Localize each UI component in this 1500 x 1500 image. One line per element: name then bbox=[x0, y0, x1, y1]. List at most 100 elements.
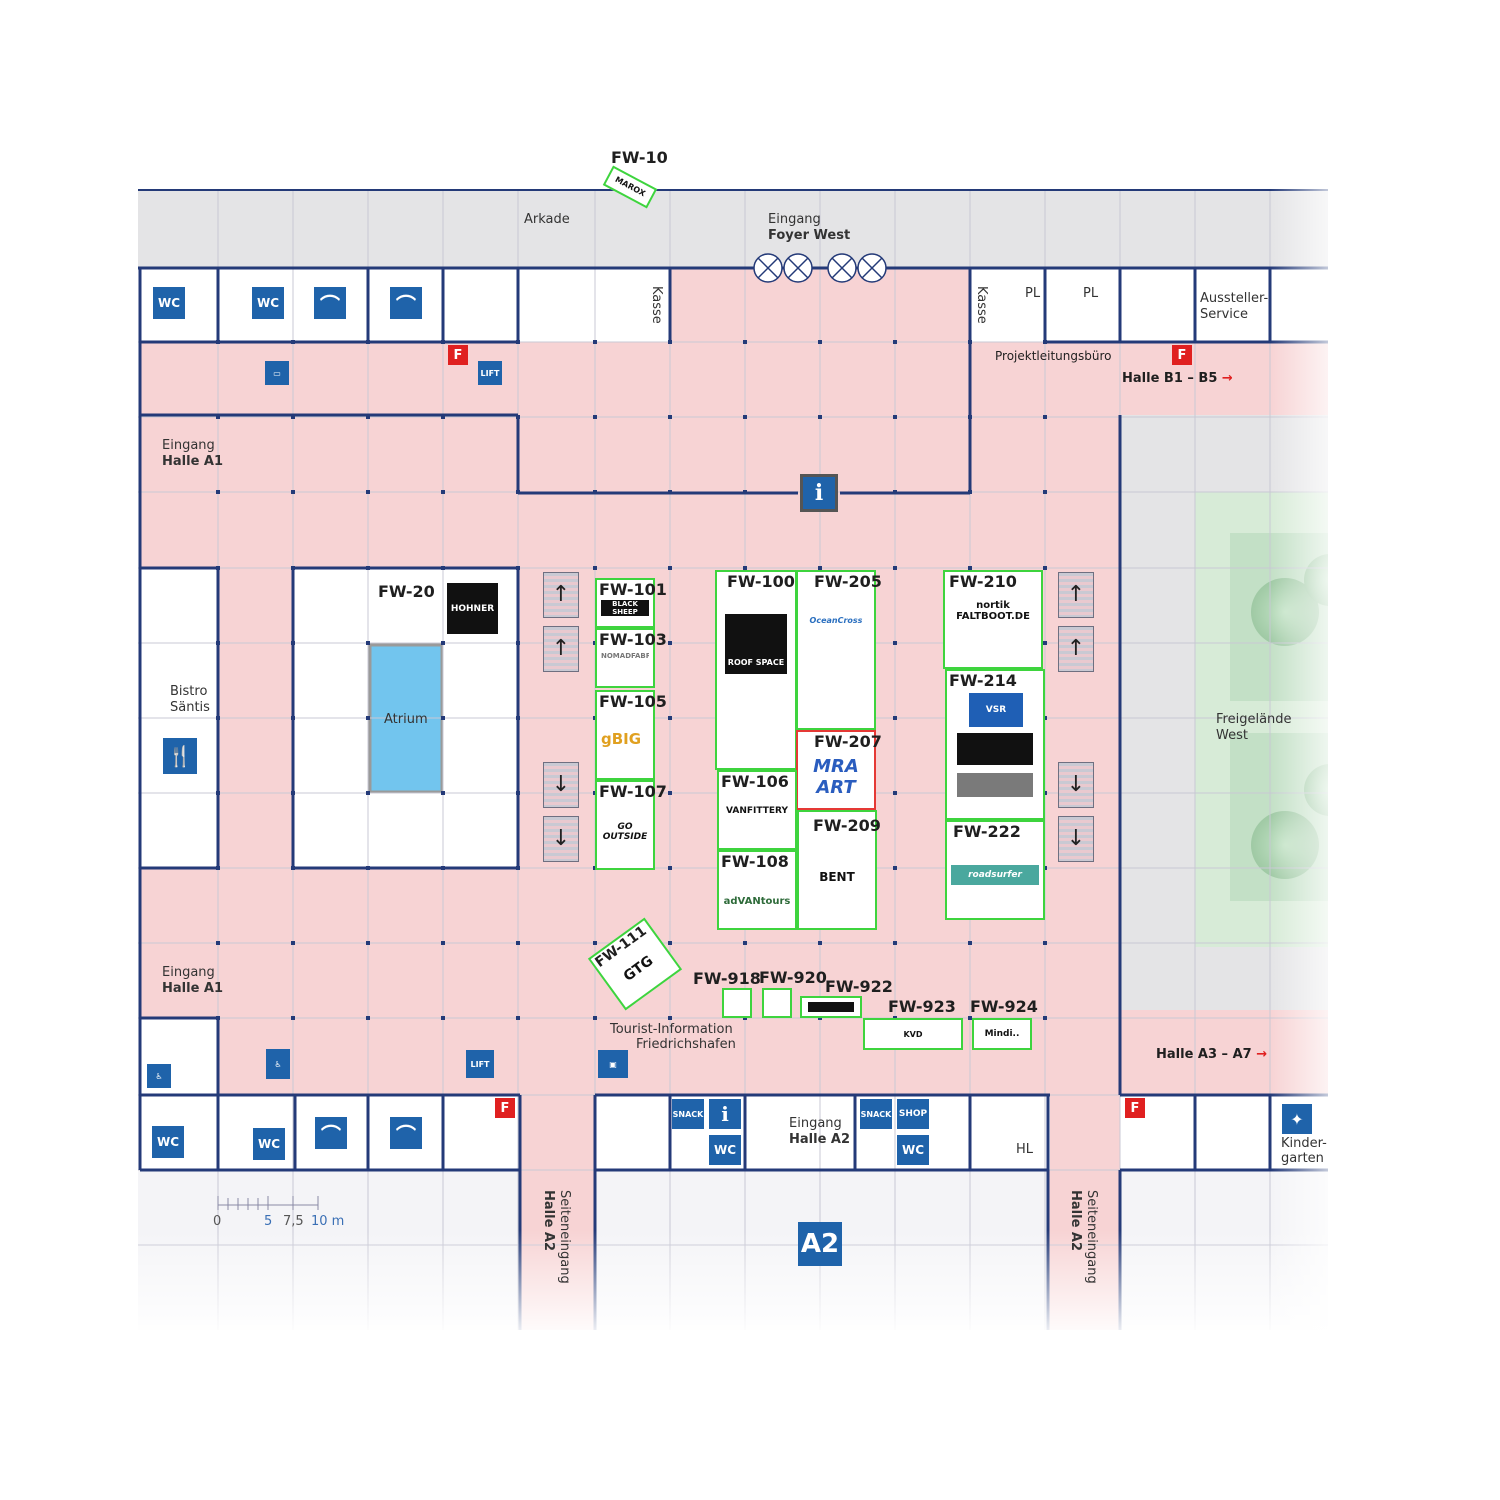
spp-logo bbox=[957, 733, 1033, 765]
booth-fw-205[interactable]: FW-205 OceanCross bbox=[796, 570, 882, 730]
column-marker bbox=[216, 1016, 220, 1020]
booth-fw-100-logo: ROOF SPACE bbox=[725, 614, 787, 674]
wc-icon: WC bbox=[709, 1135, 741, 1165]
column-marker bbox=[441, 340, 445, 344]
info-icon[interactable]: i bbox=[800, 474, 838, 512]
booth-fw-108-logo: adVANtours bbox=[723, 896, 791, 907]
booth-fw-222[interactable]: FW-222 roadsurfer bbox=[945, 820, 1045, 920]
label-freigelaende: Freigelände bbox=[1216, 712, 1292, 727]
column-marker bbox=[366, 641, 370, 645]
column-marker bbox=[441, 490, 445, 494]
arrow-right-icon: → bbox=[1256, 1047, 1268, 1062]
booth-fw-107-logo: GO OUTSIDE bbox=[602, 822, 648, 842]
booth-fw-100[interactable]: FW-100 ROOF SPACE bbox=[715, 570, 797, 770]
column-marker bbox=[818, 415, 822, 419]
baby-change-icon: ▭ bbox=[265, 361, 289, 385]
column-marker bbox=[441, 415, 445, 419]
booth-fw-214[interactable]: FW-214 VSR Systeme · SPP · SAVAGE bbox=[945, 669, 1045, 820]
column-marker bbox=[743, 941, 747, 945]
booth-fw-207-id: FW-207 bbox=[814, 732, 882, 751]
booth-fw-918[interactable] bbox=[722, 988, 752, 1018]
booth-fw-209[interactable]: FW-209 BENT bbox=[797, 810, 881, 930]
column-marker bbox=[441, 641, 445, 645]
escalator-up-icon: ↑ bbox=[1058, 626, 1094, 672]
booth-fw-107[interactable]: FW-107 GO OUTSIDE bbox=[595, 780, 667, 870]
booth-fw-210[interactable]: FW-210 nortik FALTBOOT.DE bbox=[943, 570, 1043, 669]
booth-fw-920[interactable] bbox=[762, 988, 792, 1018]
wc-icon: WC bbox=[152, 1126, 184, 1158]
column-marker bbox=[366, 490, 370, 494]
column-marker bbox=[291, 941, 295, 945]
booth-fw-923-logo: KVD bbox=[903, 1030, 923, 1039]
accessible-wc-icon: ♿ bbox=[147, 1064, 171, 1088]
column-marker bbox=[291, 566, 295, 570]
snack-icon: SNACK bbox=[860, 1099, 892, 1129]
booth-fw-108[interactable]: FW-108 adVANtours bbox=[717, 850, 797, 930]
column-marker bbox=[216, 415, 220, 419]
label-arkade: Arkade bbox=[524, 212, 570, 227]
label-friedrichshafen: Friedrichshafen bbox=[636, 1037, 736, 1052]
label-eingang-a1-bottom: Eingang bbox=[162, 965, 215, 980]
column-marker bbox=[441, 791, 445, 795]
column-marker bbox=[818, 1016, 822, 1020]
column-marker bbox=[968, 1016, 972, 1020]
booth-fw-101-id: FW-101 bbox=[599, 580, 667, 599]
label-halle-a1-bottom: Halle A1 bbox=[162, 981, 224, 996]
column-marker bbox=[291, 716, 295, 720]
booth-fw-924[interactable]: Mindi.. bbox=[972, 1018, 1032, 1050]
column-marker bbox=[668, 641, 672, 645]
booth-fw-922-logo bbox=[808, 1002, 854, 1012]
column-marker bbox=[1043, 641, 1047, 645]
scale-10: 10 m bbox=[311, 1214, 345, 1229]
label-halle-a2-right: Halle A2 bbox=[1068, 1190, 1083, 1252]
escalator-up-icon: ↑ bbox=[543, 626, 579, 672]
booth-fw-924-id: FW-924 bbox=[970, 997, 1038, 1016]
column-marker bbox=[668, 490, 672, 494]
label-halle-a2: Halle A2 bbox=[789, 1132, 851, 1147]
booth-fw-922-id: FW-922 bbox=[825, 977, 893, 996]
label-kindergarten-2: garten bbox=[1281, 1151, 1324, 1166]
column-marker bbox=[516, 490, 520, 494]
column-marker bbox=[593, 941, 597, 945]
booth-fw-20-logo[interactable]: HOHNER bbox=[447, 583, 498, 634]
column-marker bbox=[1043, 566, 1047, 570]
booth-fw-207[interactable]: FW-207 MRA ART bbox=[796, 730, 882, 810]
booth-fw-10-id: FW-10 bbox=[611, 148, 668, 167]
wc-icon: WC bbox=[897, 1135, 929, 1165]
label-pl-2: PL bbox=[1083, 286, 1099, 301]
escalator-down-icon: ↓ bbox=[543, 762, 579, 808]
column-marker bbox=[216, 340, 220, 344]
booth-fw-106[interactable]: FW-106 VANFITTERY bbox=[717, 770, 797, 850]
booth-fw-205-id: FW-205 bbox=[814, 572, 882, 591]
column-marker bbox=[291, 866, 295, 870]
column-marker bbox=[1043, 340, 1047, 344]
column-marker bbox=[968, 340, 972, 344]
booth-fw-214-logo: VSR Systeme · SPP · SAVAGE bbox=[969, 693, 1023, 727]
column-marker bbox=[893, 941, 897, 945]
column-marker bbox=[893, 866, 897, 870]
column-marker bbox=[668, 415, 672, 419]
column-marker bbox=[291, 641, 295, 645]
booth-fw-101[interactable]: FW-101 BLACK SHEEP bbox=[595, 578, 667, 628]
booth-fw-107-id: FW-107 bbox=[599, 782, 667, 801]
column-marker bbox=[668, 566, 672, 570]
booth-fw-920-id: FW-920 bbox=[759, 968, 827, 987]
fire-extinguisher-icon: F bbox=[1172, 345, 1192, 365]
booth-fw-103[interactable]: FW-103 NOMADFABRIC bbox=[595, 628, 667, 688]
booth-fw-923[interactable]: KVD bbox=[863, 1018, 963, 1050]
column-marker bbox=[1043, 1016, 1047, 1020]
column-marker bbox=[593, 566, 597, 570]
column-marker bbox=[743, 340, 747, 344]
column-marker bbox=[668, 791, 672, 795]
column-marker bbox=[441, 716, 445, 720]
booth-fw-20-id: FW-20 bbox=[378, 582, 435, 601]
column-marker bbox=[366, 415, 370, 419]
booth-fw-105[interactable]: FW-105 gBIG bbox=[595, 690, 667, 780]
column-marker bbox=[1043, 791, 1047, 795]
label-pl-1: PL bbox=[1025, 286, 1041, 301]
booth-fw-922[interactable] bbox=[800, 996, 862, 1018]
column-marker bbox=[743, 415, 747, 419]
info-icon[interactable]: i bbox=[709, 1099, 741, 1129]
column-marker bbox=[818, 340, 822, 344]
direction-halle-a3-text: Halle A3 – A7 bbox=[1156, 1047, 1252, 1062]
